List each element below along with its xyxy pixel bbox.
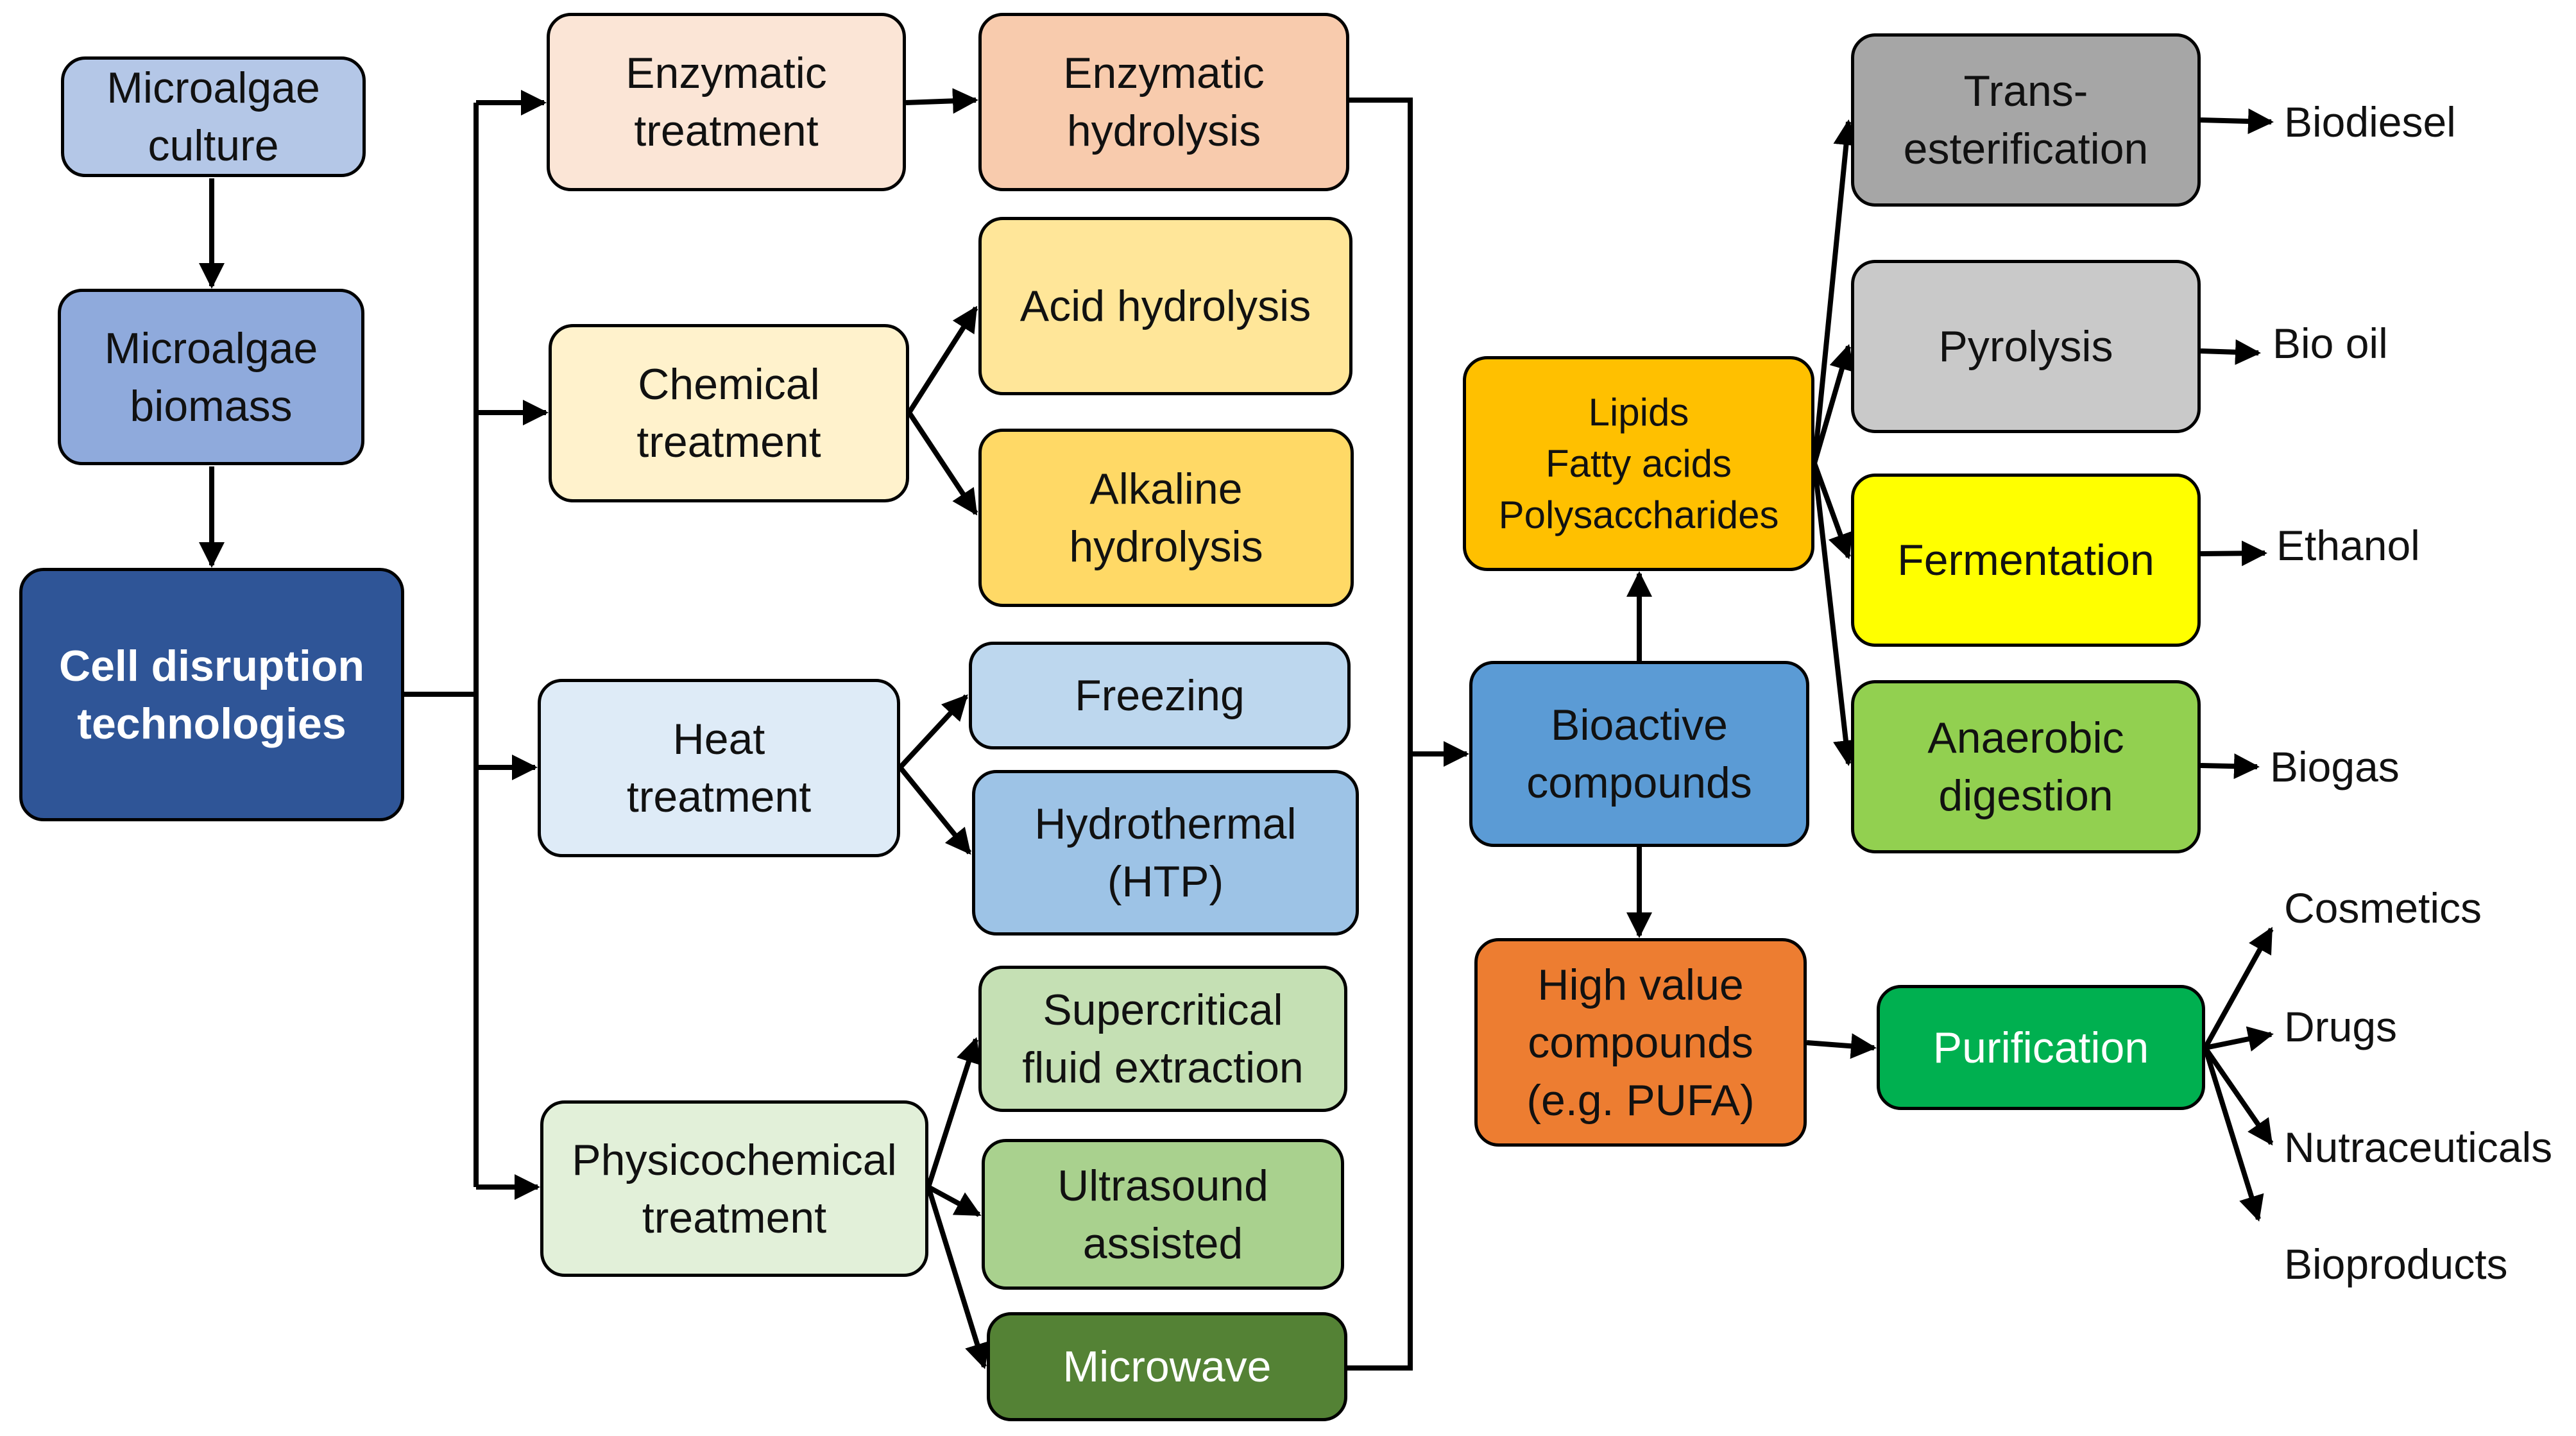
node-label-line: hydrolysis [1069,522,1263,571]
node-label-line: treatment [642,1193,827,1242]
node-pyrolysis: Pyrolysis [1851,260,2201,433]
node-label-line: biomass [130,381,293,431]
node-bioactive-compounds: Bioactive compounds [1469,661,1809,847]
node-alkaline-hydrolysis: Alkaline hydrolysis [978,429,1354,607]
node-chemical-treatment: Chemical treatment [549,324,909,502]
node-label-line: Hydrothermal [1034,799,1297,848]
node-label-line: High value [1537,960,1744,1009]
node-label-line: (HTP) [1107,857,1224,906]
arrow-to-drugs [2205,1026,2274,1052]
node-ultrasound-assisted: Ultrasound assisted [982,1139,1344,1290]
node-freezing: Freezing [969,642,1351,749]
arrow-chemical-to-acid [907,305,978,415]
node-label-line: (e.g. PUFA) [1526,1075,1755,1125]
arrow-lipids-to-transesterification [1812,119,1859,464]
node-label-line: compounds [1526,758,1752,807]
output-biodiesel: Biodiesel [2284,98,2456,146]
node-fermentation: Fermentation [1851,474,2201,647]
node-high-value-compounds: High value compounds (e.g. PUFA) [1474,938,1807,1147]
arrow-physico-to-ultrasound [927,1184,982,1217]
node-label-line: treatment [636,418,821,466]
arrow-to-bio-oil [2200,339,2261,365]
node-acid-hydrolysis: Acid hydrolysis [978,217,1352,395]
node-label-line: Chemical [638,360,820,409]
node-heat-treatment: Heat treatment [538,679,900,857]
node-purification: Purification [1877,985,2205,1110]
node-label-line: Microwave [1062,1342,1272,1391]
node-label-line: Physicochemical [572,1135,897,1184]
node-label-line: hydrolysis [1066,107,1261,155]
node-cell-disruption-technologies: Cell disruption technologies [19,568,404,821]
node-label-line: Enzymatic [1063,49,1265,98]
output-biogas: Biogas [2270,743,2400,791]
arrow-heat-to-freezing [898,694,968,769]
node-enzymatic-treatment: Enzymatic treatment [547,13,906,191]
node-label-line: Ultrasound [1057,1161,1268,1210]
node-label-line: Microalgae [104,323,318,373]
node-label-line: Fermentation [1897,536,2154,585]
output-bio-oil: Bio oil [2273,320,2388,367]
node-label-line: Fatty acids [1545,441,1732,485]
node-label-line: Freezing [1075,671,1245,720]
node-label-line: treatment [626,773,812,821]
node-anaerobic-digestion: Anaerobic digestion [1851,680,2201,853]
node-label-line: Anaerobic [1927,714,2124,762]
node-label-line: digestion [1938,771,2113,820]
node-label-line: Microalgae [107,64,320,112]
node-enzymatic-hydrolysis: Enzymatic hydrolysis [978,13,1349,191]
node-label-line: esterification [1903,124,2149,173]
node-label-line: Pyrolysis [1938,322,2113,371]
node-microalgae-culture: Microalgae culture [61,56,366,177]
output-bioproducts: Bioproducts [2284,1240,2508,1288]
arrow-enzymatic-to-hydrolysis [905,88,978,114]
node-supercritical-fluid-extraction: Supercritical fluid extraction [978,966,1347,1112]
node-label-line: Lipids [1588,390,1689,434]
output-nutraceuticals: Nutraceuticals [2284,1124,2553,1171]
node-label-line: assisted [1082,1218,1243,1268]
output-drugs: Drugs [2284,1003,2398,1050]
node-label-line: Cell disruption [59,641,364,690]
node-hydrothermal: Hydrothermal (HTP) [972,770,1359,936]
node-label-line: Heat [672,715,765,764]
arrow-to-ethanol [2200,540,2267,567]
node-label-line: Supercritical [1043,986,1283,1034]
node-label-line: Enzymatic [626,49,827,98]
node-microalgae-biomass: Microalgae biomass [58,289,364,465]
node-label-line: treatment [634,107,819,155]
node-label-line: culture [148,121,279,170]
arrow-to-cosmetics [2203,927,2274,1049]
node-label-line: compounds [1528,1018,1753,1067]
arrow-heat-to-hydrothermal [898,765,972,855]
arrow-to-biogas [2200,753,2260,780]
arrow-high-value-to-purification [1806,1033,1877,1059]
arrow-chemical-to-alkaline [907,411,978,516]
node-label-line: Alkaline [1089,465,1243,513]
arrow-to-bioproducts [2203,1047,2264,1222]
arrow-to-biodiesel [2200,108,2274,135]
arrow-physico-to-microwave [926,1186,990,1369]
node-label-line: Trans- [1963,67,2088,115]
arrow-physico-to-supercritical [926,1037,982,1188]
node-physicochemical-treatment: Physicochemical treatment [540,1100,928,1277]
node-label-line: Bioactive [1551,701,1728,749]
node-label-line: Acid hydrolysis [1019,282,1311,330]
node-transesterification: Trans-esterification [1851,33,2201,207]
arrow-to-nutraceuticals [2203,1046,2274,1146]
line-enzymatic-hydrolysis-out [1347,98,1413,1371]
output-ethanol: Ethanol [2276,522,2420,569]
node-label-line: fluid extraction [1022,1043,1304,1092]
arrow-lipids-to-anaerobic [1812,463,1859,766]
output-cosmetics: Cosmetics [2284,884,2482,932]
node-label-line: Purification [1932,1023,2149,1072]
arrow-lipids-to-fermentation [1812,462,1853,560]
node-label-line: Polysaccharides [1498,493,1779,536]
node-microwave: Microwave [987,1312,1347,1421]
node-label-line: technologies [77,699,346,748]
arrow-lipids-to-pyrolysis [1812,344,1855,465]
